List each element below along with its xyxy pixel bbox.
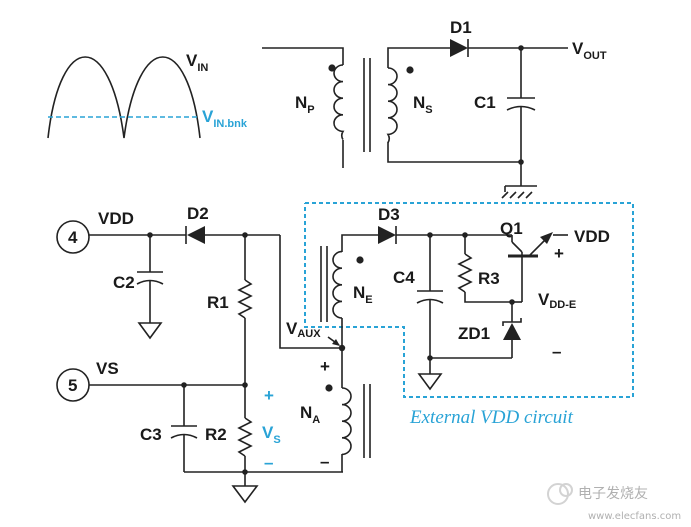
plus-vdde: + <box>554 244 564 263</box>
r3-label: R3 <box>478 269 500 288</box>
plus-vs: + <box>264 386 274 405</box>
pin4-label: 4 <box>68 228 78 247</box>
watermark-url: www.elecfans.com <box>588 511 681 522</box>
c3-label: C3 <box>140 425 162 444</box>
zd1-label: ZD1 <box>458 324 490 343</box>
d1-diode <box>450 39 568 57</box>
watermark-logo <box>547 483 573 505</box>
secondary-dot <box>406 66 414 74</box>
d1-label: D1 <box>450 18 472 37</box>
c3-capacitor <box>170 385 198 472</box>
r2-label: R2 <box>205 425 227 444</box>
c4-label: C4 <box>393 268 415 287</box>
c1-capacitor <box>501 45 537 199</box>
pin4-circle <box>56 220 90 254</box>
pin5-label: 5 <box>68 376 77 395</box>
r1-resistor <box>237 235 253 385</box>
vdd-right-label: VDD <box>574 227 610 246</box>
vin-waveform <box>47 56 201 139</box>
d2-diode <box>185 226 280 244</box>
top-transformer <box>262 47 521 168</box>
d3-diode <box>378 226 512 244</box>
np-label: NP <box>295 93 315 116</box>
vs-mid-label: VS <box>262 423 281 446</box>
external-vdd-caption: External VDD circuit <box>409 407 574 428</box>
zd1-zener <box>430 302 522 359</box>
vout-label: VOUT <box>572 39 607 62</box>
ground-external <box>417 373 443 391</box>
c2-label: C2 <box>113 273 135 292</box>
c4-capacitor <box>416 235 444 374</box>
minus-vs: – <box>264 453 273 472</box>
ne-label: NE <box>353 283 373 306</box>
na-label: NA <box>300 403 320 426</box>
c1-label: C1 <box>474 93 496 112</box>
d3-label: D3 <box>378 205 400 224</box>
q1-label: Q1 <box>500 219 523 238</box>
plus-na: + <box>320 357 330 376</box>
ne-dot <box>356 256 364 264</box>
c2-capacitor <box>136 235 164 340</box>
na-dot <box>325 384 333 392</box>
q1-transistor <box>508 232 568 303</box>
minus-na: – <box>320 452 329 471</box>
vdde-label: VDD-E <box>538 290 576 311</box>
watermark-text: 电子发烧友 <box>578 486 648 502</box>
primary-dot <box>328 64 336 72</box>
r1-label: R1 <box>207 293 229 312</box>
vin-label: VIN <box>186 51 208 74</box>
vin-bnk-label: VIN.bnk <box>202 107 248 130</box>
ne-winding <box>320 234 378 348</box>
vaux-label: VAUX <box>286 319 321 340</box>
ns-label: NS <box>413 93 433 116</box>
minus-vdde: – <box>552 342 561 361</box>
r3-resistor <box>457 235 512 303</box>
d2-label: D2 <box>187 204 209 223</box>
external-vdd-boundary <box>304 202 634 398</box>
ground-bottom <box>231 485 259 504</box>
na-winding <box>325 348 371 472</box>
vdd-left-label: VDD <box>98 209 134 228</box>
vs-left-label: VS <box>96 359 119 378</box>
